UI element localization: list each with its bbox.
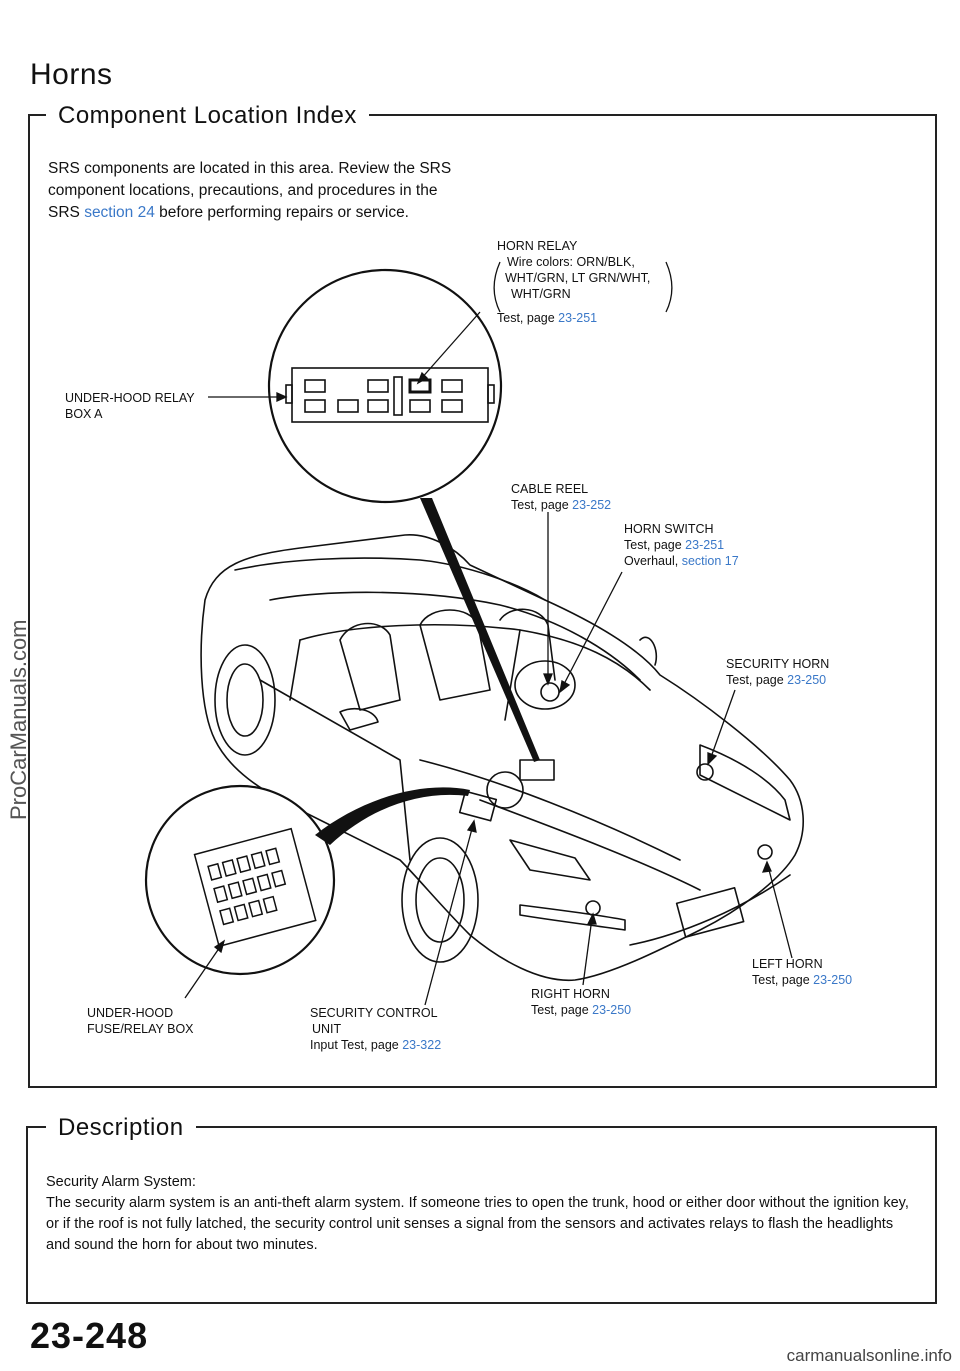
horn-switch-test: Test, page 23-251 [624,537,739,553]
description-subheading: Security Alarm System: [46,1174,196,1190]
srs-intro-text: SRS components are located in this area.… [48,158,458,224]
description-frame [26,1126,937,1304]
horn-switch-test-link[interactable]: 23-251 [685,538,725,552]
horn-relay-label: HORN RELAY Wire colors: ORN/BLK, WHT/GRN… [497,238,650,326]
horn-relay-name: HORN RELAY [497,239,578,253]
horn-relay-wire-1: Wire colors: ORN/BLK, [507,255,635,269]
security-horn-name: SECURITY HORN [726,657,830,671]
horn-switch-test-prefix: Test, page [624,538,682,552]
right-horn-label: RIGHT HORN Test, page 23-250 [531,986,631,1018]
horn-switch-overhaul: Overhaul, section 17 [624,553,739,569]
intro-text-before: SRS components are located in this area.… [48,160,452,221]
footer-site: carmanualsonline.info [786,1346,952,1365]
description-text: Security Alarm System: The security alar… [46,1172,916,1256]
watermark: ProCarManuals.com [6,619,31,820]
left-horn-name: LEFT HORN [752,957,823,971]
left-horn-test-prefix: Test, page [752,973,810,987]
security-horn-test: Test, page 23-250 [726,672,829,688]
right-horn-test-prefix: Test, page [531,1003,589,1017]
horn-switch-label: HORN SWITCH Test, page 23-251 Overhaul, … [624,521,739,569]
relay-box-a-line2: BOX A [65,407,103,421]
right-horn-test: Test, page 23-250 [531,1002,631,1018]
cable-reel-test: Test, page 23-252 [511,497,611,513]
right-horn-name: RIGHT HORN [531,987,610,1001]
page-title: Horns [30,58,113,91]
horn-switch-overhaul-link[interactable]: section 17 [681,554,739,568]
left-horn-test: Test, page 23-250 [752,972,852,988]
description-body: The security alarm system is an anti-the… [46,1195,909,1253]
cable-reel-label: CABLE REEL Test, page 23-252 [511,481,611,513]
security-unit-test: Input Test, page 23-322 [310,1037,441,1053]
component-location-heading: Component Location Index [46,102,369,130]
security-unit-test-prefix: Input Test, page [310,1038,399,1052]
description-heading: Description [46,1114,196,1142]
left-horn-test-link[interactable]: 23-250 [813,973,853,987]
page-number: 23-248 [30,1315,149,1356]
security-unit-label: SECURITY CONTROL UNIT Input Test, page 2… [310,1005,441,1053]
component-location-frame [28,114,937,1088]
security-unit-test-link[interactable]: 23-322 [402,1038,442,1052]
fuse-box-label: UNDER-HOOD FUSE/RELAY BOX [87,1005,194,1037]
security-unit-line1: SECURITY CONTROL [310,1006,438,1020]
cable-reel-name: CABLE REEL [511,482,589,496]
security-horn-test-prefix: Test, page [726,673,784,687]
relay-box-a-label: UNDER-HOOD RELAY BOX A [65,390,195,422]
horn-relay-test-prefix: Test, page [497,311,555,325]
cable-reel-test-link[interactable]: 23-252 [572,498,612,512]
horn-switch-overhaul-prefix: Overhaul, [624,554,679,568]
horn-relay-test: Test, page 23-251 [497,310,650,326]
fuse-box-line1: UNDER-HOOD [87,1006,174,1020]
horn-relay-wire-2: WHT/GRN, LT GRN/WHT, [505,271,651,285]
cable-reel-test-prefix: Test, page [511,498,569,512]
security-horn-label: SECURITY HORN Test, page 23-250 [726,656,829,688]
left-horn-label: LEFT HORN Test, page 23-250 [752,956,852,988]
section-24-link[interactable]: section 24 [84,204,155,221]
horn-switch-name: HORN SWITCH [624,522,714,536]
fuse-box-line2: FUSE/RELAY BOX [87,1022,194,1036]
relay-box-a-line1: UNDER-HOOD RELAY [65,391,195,405]
right-horn-test-link[interactable]: 23-250 [592,1003,632,1017]
security-unit-line2: UNIT [312,1022,342,1036]
intro-text-after: before performing repairs or service. [154,204,409,221]
horn-relay-test-link[interactable]: 23-251 [558,311,598,325]
security-horn-test-link[interactable]: 23-250 [787,673,827,687]
horn-relay-wire-3: WHT/GRN [511,287,571,301]
